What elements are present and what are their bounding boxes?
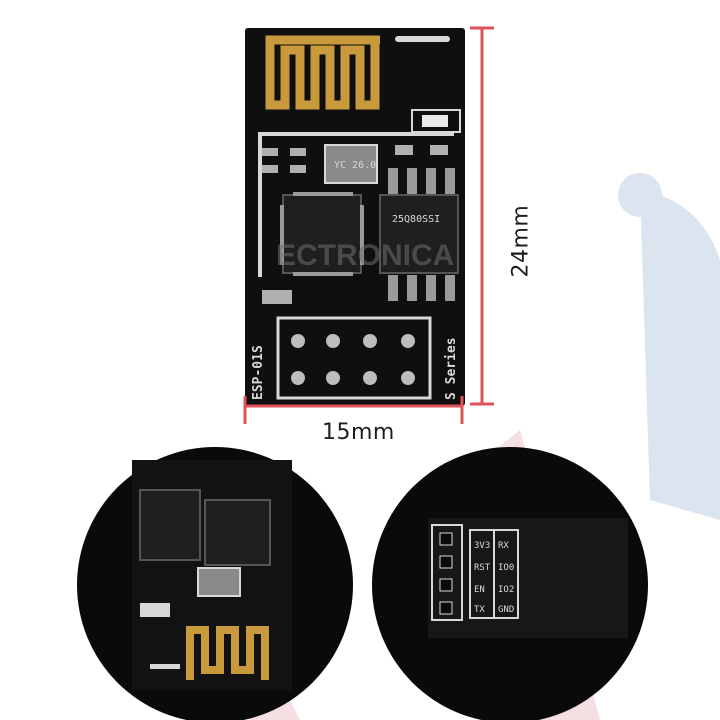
flash-chip-label: 25Q80SSI	[392, 214, 440, 225]
main-board: YC 26.0 25Q80SSI	[245, 28, 465, 406]
height-dimension-label: 24mm	[508, 204, 534, 278]
detail-circle-top-side	[77, 447, 353, 720]
pin-right-2: IO0	[498, 563, 514, 573]
pin-left-4: TX	[474, 605, 485, 615]
pin-right-3: IO2	[498, 585, 514, 595]
model-silkscreen: ESP-01S	[251, 345, 266, 400]
dimension-lines	[243, 26, 494, 424]
pin-left-2: RST	[474, 563, 491, 573]
crystal-label: YC 26.0	[334, 160, 376, 171]
pin-left-3: EN	[474, 585, 485, 595]
width-dimension-label: 15mm	[322, 420, 395, 445]
series-silkscreen: S Series	[444, 337, 459, 400]
pin-right-4: GND	[498, 605, 514, 615]
pin-right-1: RX	[498, 541, 509, 551]
watermark-text: ECTRONICA	[276, 239, 454, 272]
pin-left-1: 3V3	[474, 541, 490, 551]
detail-circle-pinout: 3V3 RX RST IO0 EN IO2 TX GND	[372, 447, 648, 720]
